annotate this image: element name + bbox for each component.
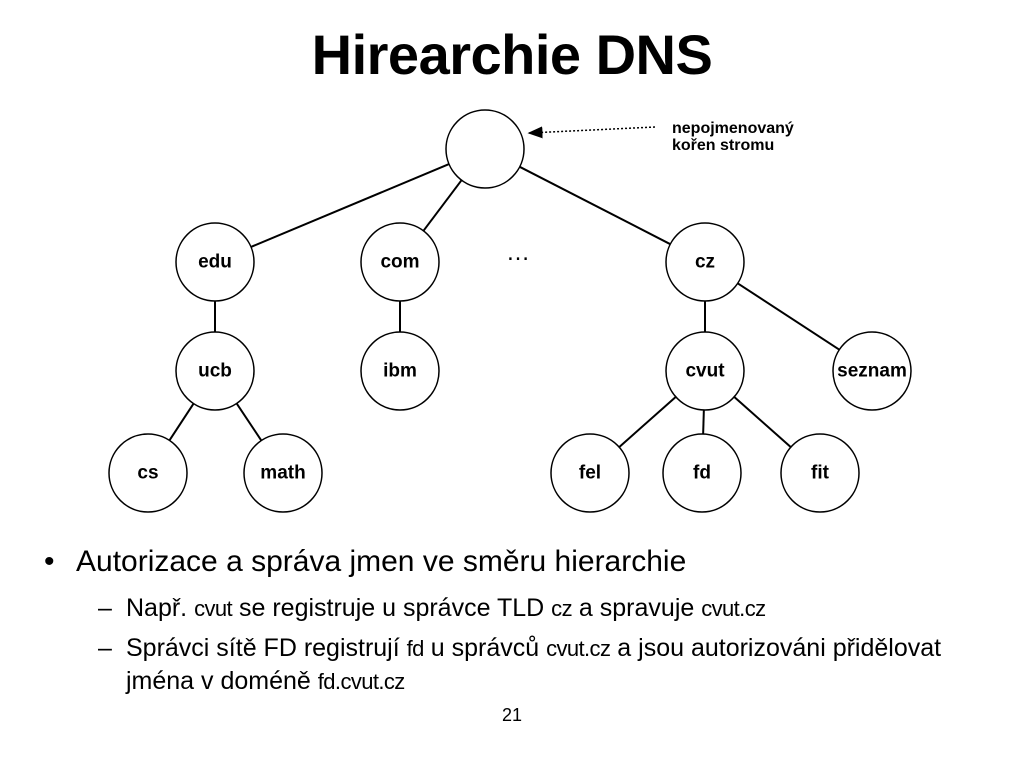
node-label: ucb [198, 361, 232, 382]
edge-root-cz [519, 165, 671, 246]
edge-root-edu [250, 163, 450, 248]
dash-marker: – [98, 594, 112, 622]
edge-ucb-cs [168, 403, 195, 441]
node-circle [550, 433, 630, 513]
domain-name-code: cvut [194, 596, 233, 621]
ellipsis-more-domains: … [506, 239, 530, 266]
dns-tree-diagram: edu com cz ucb ibm cvut seznam cs math fel fd fit n… [108, 109, 912, 513]
node-circle [360, 222, 440, 302]
tree-node-math: math [243, 433, 323, 513]
slide-title: Hirearchie DNS [311, 23, 713, 86]
tree-node-fd: fd [662, 433, 742, 513]
sub-bullet-text: Např. cvut se registruje u správce TLD c… [126, 592, 956, 625]
tree-node-ucb: ucb [175, 331, 255, 411]
root-annotation-line2: kořen stromu [672, 137, 774, 154]
domain-name-code: cz [551, 596, 572, 621]
node-label: fit [811, 463, 830, 484]
domain-name-code: cvut.cz [701, 596, 766, 621]
node-circle [780, 433, 860, 513]
domain-name-code: fd.cvut.cz [317, 669, 406, 694]
edge-root-com [422, 179, 463, 232]
node-label: cs [137, 463, 158, 484]
bullet-text: Autorizace a správa jmen ve směru hierar… [76, 545, 687, 578]
node-circle [832, 331, 912, 411]
domain-name-code: cvut.cz [546, 636, 611, 661]
tree-node-cs: cs [108, 433, 188, 513]
tree-node-fel: fel [550, 433, 630, 513]
node-circle [662, 433, 742, 513]
domain-name-code: fd [406, 636, 425, 661]
node-circle [243, 433, 323, 513]
edge-cz-seznam [737, 282, 840, 351]
node-label: ibm [383, 361, 417, 382]
node-label: seznam [837, 361, 907, 382]
node-label: cz [695, 252, 715, 273]
page-number: 21 [501, 705, 523, 725]
node-label: fel [579, 463, 601, 484]
tree-node-cz: cz [665, 222, 745, 302]
sub-bullet-text-part: a jsou autorizováni přidělovat jména v d… [126, 634, 942, 695]
tree-node-root [445, 109, 525, 189]
tree-node-seznam: seznam [832, 331, 912, 411]
tree-node-com: com [360, 222, 440, 302]
dash-marker: – [98, 634, 112, 662]
node-label: fd [693, 463, 711, 484]
sub-bullet-text-part: Např. [126, 594, 195, 622]
tree-nodes: edu com cz ucb ibm cvut seznam cs math fel fd fit [108, 109, 912, 513]
edge-cvut-fd [702, 409, 705, 435]
tree-node-edu: edu [175, 222, 255, 302]
tree-node-ibm: ibm [360, 331, 440, 411]
node-circle [445, 109, 525, 189]
edge-cvut-fit [733, 396, 792, 448]
tree-node-cvut: cvut [665, 331, 745, 411]
sub-bullet-text: Správci sítě FD registrují fd u správců … [126, 632, 956, 698]
edge-ucb-math [235, 402, 263, 442]
node-label: com [380, 252, 419, 273]
bullet-marker: • [44, 545, 55, 578]
tree-node-fit: fit [780, 433, 860, 513]
node-circle [108, 433, 188, 513]
sub-bullet-text-part: se registruje u správce TLD [232, 594, 552, 622]
sub-bullet-text-part: u správců [423, 634, 547, 662]
node-circle [175, 222, 255, 302]
sub-bullet-text-part: a spravuje [571, 594, 702, 622]
root-annotation-line1: nepojmenovaný [672, 120, 794, 137]
node-label: math [260, 463, 305, 484]
node-circle [665, 222, 745, 302]
node-circle [360, 331, 440, 411]
node-label: edu [198, 252, 232, 273]
edge-cvut-fel [618, 396, 677, 448]
node-label: cvut [685, 361, 725, 382]
root-annotation-arrow [527, 126, 656, 139]
node-circle [175, 331, 255, 411]
node-circle [665, 331, 745, 411]
tree-edges [168, 163, 840, 448]
sub-bullet-text-part: Správci sítě FD registrují [126, 634, 407, 662]
